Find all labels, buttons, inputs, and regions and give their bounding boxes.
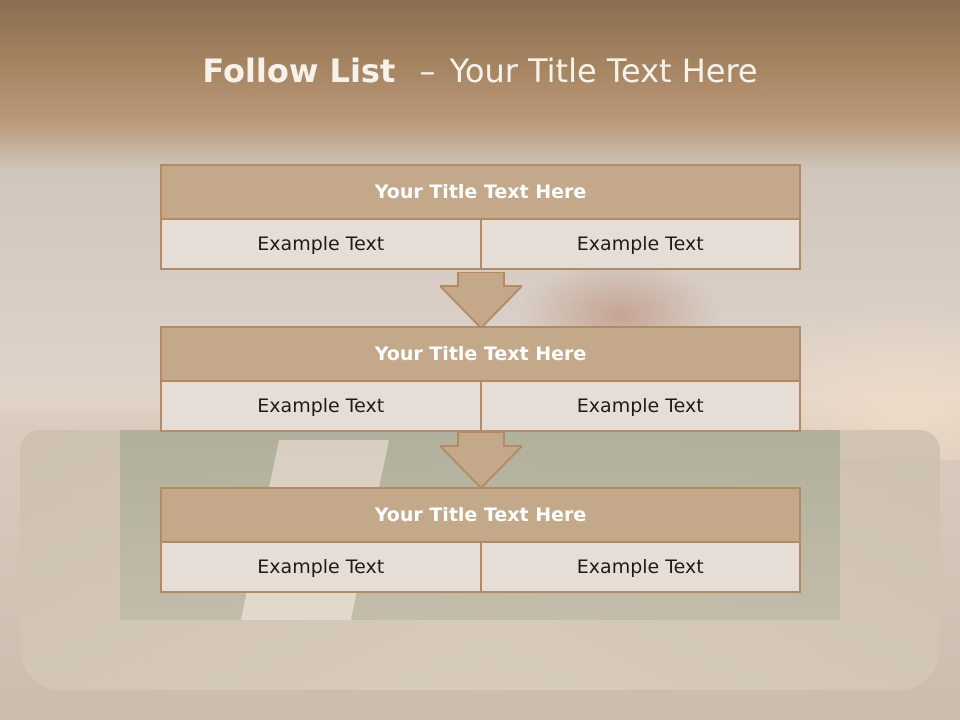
block-title: Your Title Text Here (160, 326, 801, 382)
block-row: Example Text Example Text (160, 382, 801, 432)
list-block-1: Your Title Text Here Example Text Exampl… (160, 164, 801, 270)
block-cell-right: Example Text (481, 220, 801, 270)
down-arrow-icon (440, 272, 522, 330)
block-row: Example Text Example Text (160, 220, 801, 270)
title-dash: – (419, 52, 436, 90)
list-block-3: Your Title Text Here Example Text Exampl… (160, 487, 801, 593)
title-rest: Your Title Text Here (449, 52, 758, 90)
list-block-2: Your Title Text Here Example Text Exampl… (160, 326, 801, 432)
block-row: Example Text Example Text (160, 543, 801, 593)
title-bold: Follow List (202, 52, 396, 90)
block-cell-left: Example Text (160, 220, 482, 270)
block-cell-left: Example Text (160, 543, 482, 593)
block-cell-right: Example Text (481, 382, 801, 432)
down-arrow-icon (440, 432, 522, 490)
block-cell-left: Example Text (160, 382, 482, 432)
slide-title: Follow List – Your Title Text Here (0, 52, 960, 90)
block-cell-right: Example Text (481, 543, 801, 593)
block-title: Your Title Text Here (160, 487, 801, 543)
block-title: Your Title Text Here (160, 164, 801, 220)
